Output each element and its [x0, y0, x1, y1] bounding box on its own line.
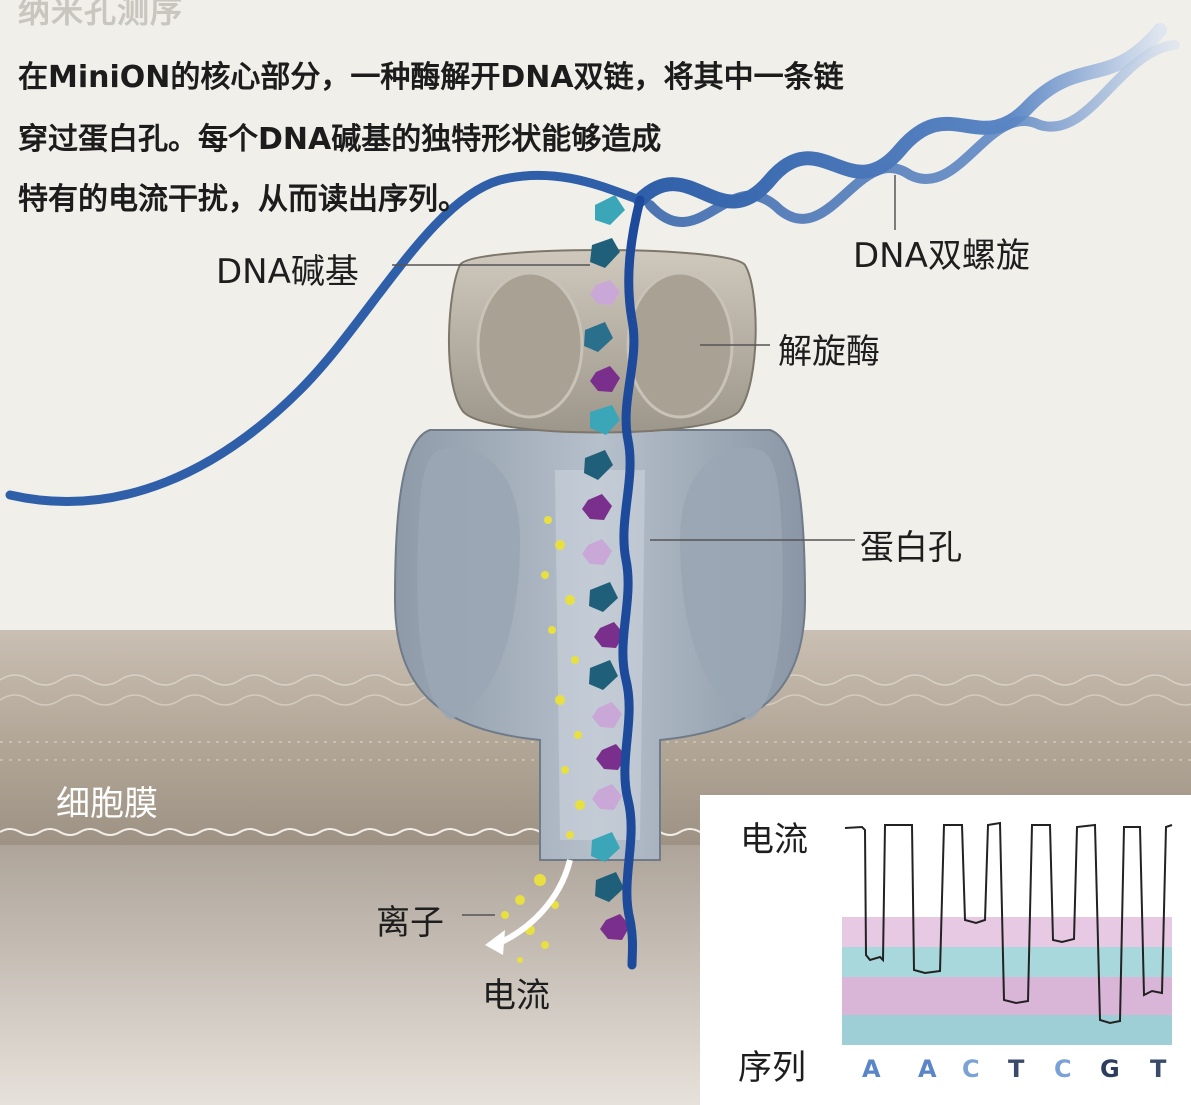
sequence-base: C: [962, 1055, 980, 1083]
label-protein-pore: 蛋白孔: [860, 520, 962, 569]
label-current: 电流: [482, 968, 550, 1017]
label-ions: 离子: [376, 895, 444, 944]
description-line-3: 特有的电流干扰，从而读出序列。: [18, 174, 468, 218]
sequence-base: T: [1150, 1055, 1166, 1083]
description-line-2: 穿过蛋白孔。每个DNA碱基的独特形状能够造成: [18, 114, 661, 158]
band-3: [842, 977, 1172, 1015]
label-membrane: 细胞膜: [56, 776, 158, 825]
sequence-base: T: [1008, 1055, 1024, 1083]
page-title: 纳米孔测序: [18, 0, 183, 32]
sequence-base: A: [862, 1055, 881, 1083]
sequence-base: A: [918, 1055, 937, 1083]
label-helicase: 解旋酶: [778, 324, 880, 373]
label-dna-helix: DNA双螺旋: [853, 228, 1030, 277]
panel-current-label: 电流: [740, 812, 808, 861]
panel-sequence-label: 序列: [738, 1040, 806, 1089]
band-4: [842, 1015, 1172, 1045]
sequence-base: G: [1100, 1055, 1120, 1083]
band-2: [842, 947, 1172, 977]
description-line-1: 在MiniON的核心部分，一种酶解开DNA双链，将其中一条链: [18, 52, 844, 96]
label-dna-base: DNA碱基: [216, 244, 359, 293]
sequence-base: C: [1054, 1055, 1072, 1083]
